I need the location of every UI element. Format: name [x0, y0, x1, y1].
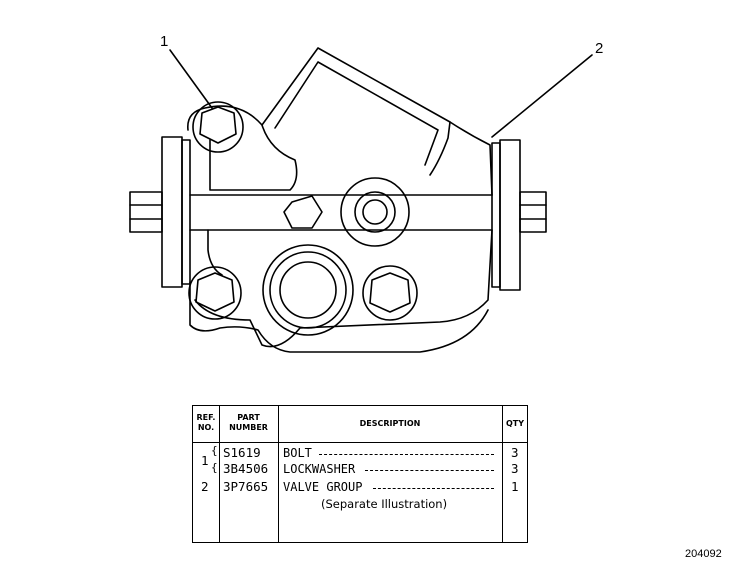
lower-port-boss — [262, 244, 354, 336]
central-boss — [340, 177, 410, 247]
row-1-ref: 1 — [201, 453, 209, 468]
ref-bracket: { — [211, 444, 218, 457]
figure-number: 204092 — [685, 548, 722, 560]
row-1-description: BOLT — [283, 446, 312, 460]
right-flange — [499, 139, 521, 291]
callout-1-leader — [169, 49, 213, 109]
row-3-ref: 2 — [201, 479, 209, 494]
lower-port-bore — [279, 261, 337, 319]
row-3-description: VALVE GROUP — [283, 480, 363, 494]
header-description: DESCRIPTION — [359, 419, 421, 428]
shaft-hex-nut — [283, 195, 323, 229]
row-2-description: LOCKWASHER — [283, 462, 356, 476]
housing-lower-outline — [189, 281, 489, 353]
valve-housing-drawing — [129, 47, 593, 353]
right-flange-inner — [491, 142, 501, 288]
bolt-lower-left-head — [195, 272, 235, 312]
central-plug-inner — [362, 199, 388, 225]
left-end-bolt — [129, 191, 163, 233]
row-1-qty: 3 — [511, 445, 519, 460]
row-2-qty: 3 — [511, 461, 519, 476]
left-flange-inner — [181, 139, 191, 285]
right-end-bolt — [519, 191, 547, 233]
row-3-note: (Separate Illustration) — [321, 497, 448, 511]
header-qty: QTY — [505, 419, 525, 428]
header-part-number: PART NUMBER — [229, 413, 268, 432]
bolt-upper-left-head — [199, 106, 237, 144]
housing-tower — [261, 47, 451, 176]
callout-2: 2 — [595, 40, 604, 57]
row-3-qty: 1 — [511, 479, 519, 494]
central-plug-outer — [354, 191, 396, 233]
housing-tower-inner — [274, 61, 439, 166]
parts-table: REF. NO. PART NUMBER DESCRIPTION QTY 1 {… — [192, 405, 528, 543]
header-ref-no: REF. NO. — [196, 413, 216, 432]
callout-1: 1 — [160, 33, 169, 50]
bolt-lower-right-boss — [362, 265, 418, 321]
bolt-upper-left-boss — [192, 101, 244, 153]
left-flange — [161, 136, 183, 288]
housing-body-outline — [187, 105, 493, 348]
callout-2-leader — [491, 54, 593, 138]
ref-bracket-lower: { — [211, 461, 218, 474]
row-3-part: 3P7665 — [223, 479, 269, 494]
bolt-lower-right-head — [369, 272, 411, 313]
bolt-lower-left-boss — [188, 266, 242, 320]
row-2-part: 3B4506 — [223, 461, 269, 476]
row-1-part: S1619 — [223, 445, 261, 460]
lower-port-ring — [269, 251, 347, 329]
